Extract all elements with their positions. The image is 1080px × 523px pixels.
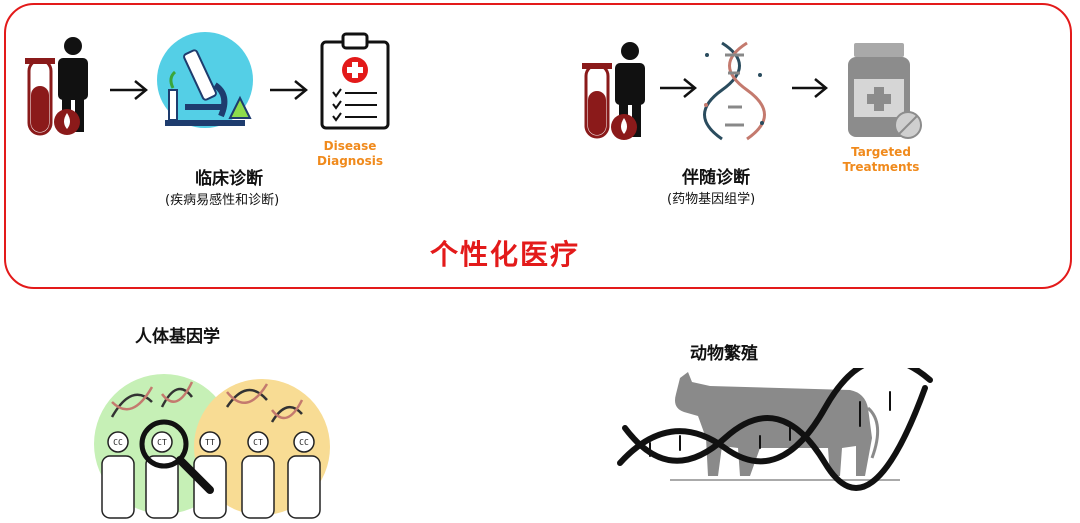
arrow-right-icon <box>792 78 828 98</box>
arrow-right-icon <box>270 80 308 100</box>
dna-strand-icon <box>110 381 304 423</box>
outcome-line-1: Targeted <box>851 145 911 159</box>
cow-icon <box>675 372 880 476</box>
clinical-flow <box>25 32 390 136</box>
companion-diagnosis-title: 伴随诊断 <box>682 168 750 188</box>
personalized-medicine-title: 个性化医疗 <box>430 238 581 271</box>
dna-helix-icon <box>703 41 766 141</box>
animal-breeding-illustration <box>617 368 933 491</box>
arrow-right-icon <box>660 78 697 98</box>
microscope-icon <box>157 32 253 128</box>
companion-diagnosis-subtitle: (药物基因组学) <box>667 192 756 207</box>
companion-flow <box>582 41 922 141</box>
blood-tube-icon <box>25 58 55 136</box>
arrow-right-icon <box>110 80 148 100</box>
dna-helix-icon <box>617 368 933 491</box>
blood-drop-icon <box>611 114 637 140</box>
personalized-medicine-frame <box>4 3 1072 289</box>
disease-diagnosis-label: Disease Diagnosis <box>305 139 395 169</box>
base-label: CT <box>157 438 167 447</box>
base-label: CT <box>253 438 263 447</box>
human-genomics-illustration: CC CT TT CT CC <box>94 374 330 519</box>
outcome-line-2: Treatments <box>842 160 920 174</box>
targeted-treatments-label: Targeted Treatments <box>836 145 926 175</box>
clinical-diagnosis-subtitle: (疾病易感性和诊断) <box>165 193 280 208</box>
animal-breeding-title: 动物繁殖 <box>690 344 758 364</box>
blood-drop-icon <box>54 109 80 135</box>
clipboard-icon <box>320 32 390 130</box>
base-label: TT <box>205 438 215 447</box>
outcome-line-2: Diagnosis <box>317 154 383 168</box>
people-group <box>101 431 321 519</box>
human-genomics-title: 人体基因学 <box>135 327 220 347</box>
base-label: CC <box>113 438 123 447</box>
clinical-diagnosis-title: 临床诊断 <box>195 169 263 189</box>
blood-tube-icon <box>582 63 612 139</box>
magnifier-icon <box>139 419 214 494</box>
pill-bottle-icon <box>848 43 922 139</box>
outcome-line-1: Disease <box>323 139 377 153</box>
base-label: CC <box>299 438 309 447</box>
